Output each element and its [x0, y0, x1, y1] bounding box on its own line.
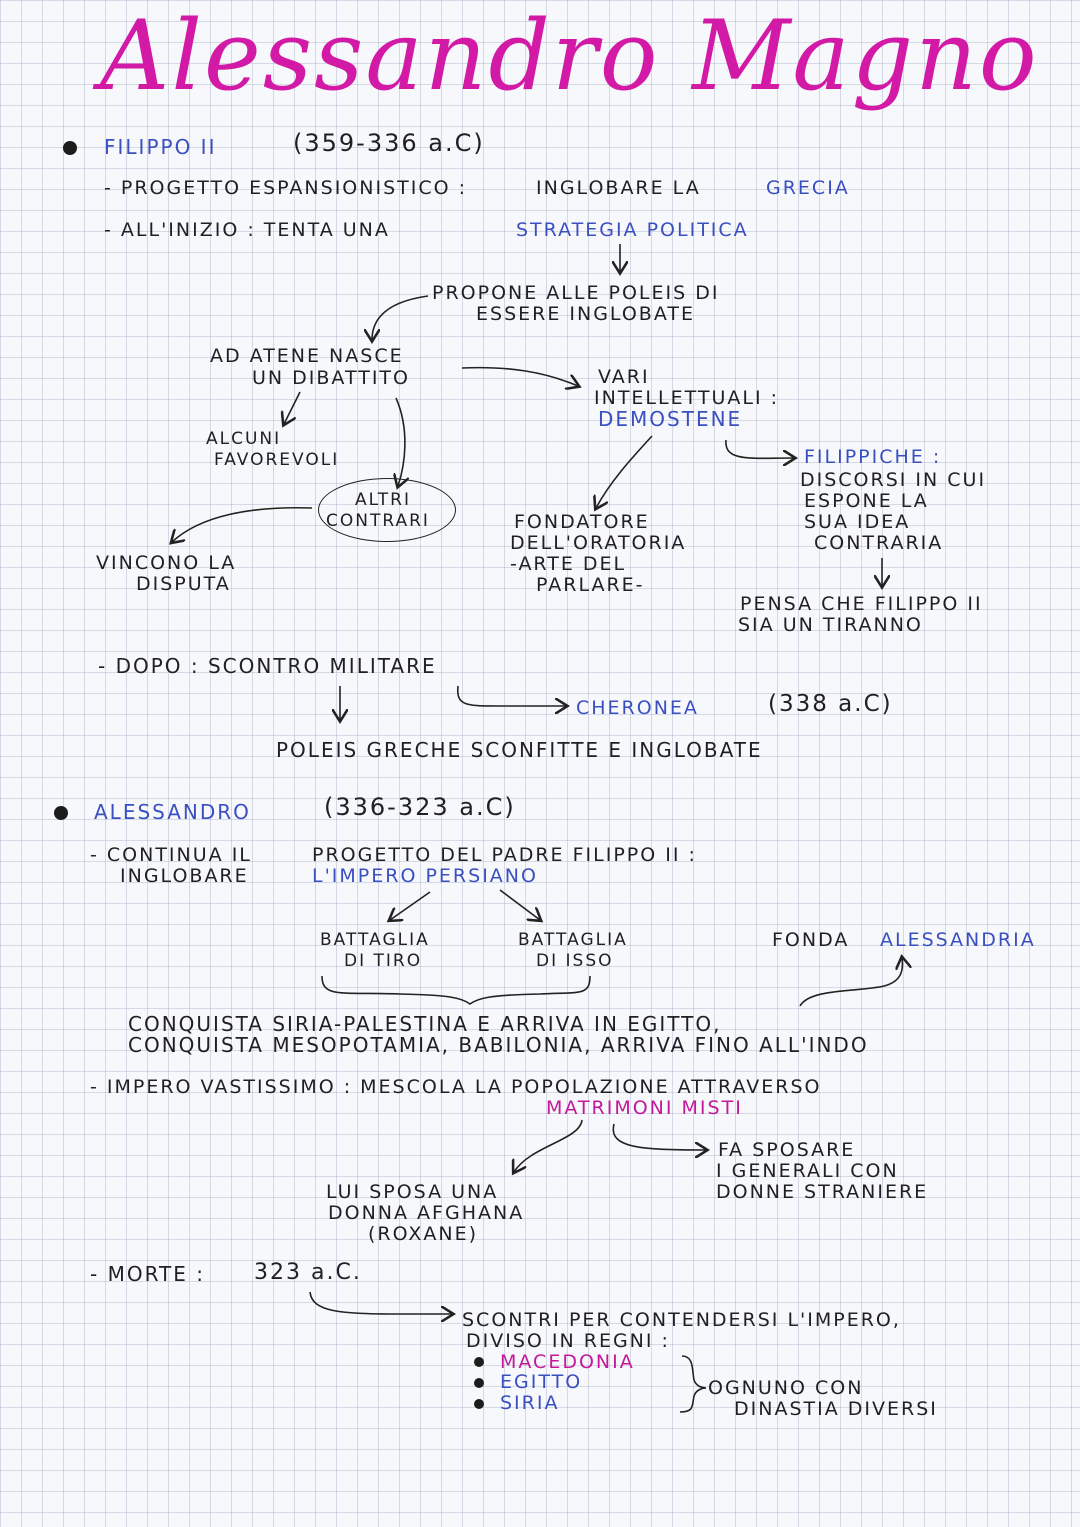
arrow-matrimoni-fa	[612, 1123, 706, 1150]
morte-label: - MORTE :	[90, 1262, 205, 1286]
fondatore-line3: -ARTE DEL	[510, 553, 627, 575]
vari-line1: VARI	[598, 366, 650, 388]
vincono-line2: DISPUTA	[136, 573, 231, 595]
arrow-matrimoni-lui	[514, 1119, 583, 1172]
ognuno-line1: OGNUNO CON	[708, 1377, 864, 1399]
heading-alessandro: ALESSANDRO	[94, 800, 251, 824]
arrow-egitto-alessandria	[799, 958, 902, 1007]
strategia-politica: STRATEGIA POLITICA	[516, 219, 749, 241]
atene-line1: AD ATENE NASCE	[210, 345, 404, 367]
filippiche-heading: FILIPPICHE :	[804, 446, 942, 468]
fonda-alessandria: ALESSANDRIA	[880, 929, 1036, 951]
atene-line2: UN DIBATTITO	[252, 367, 410, 389]
arrow-demostene-fondatore	[596, 435, 653, 508]
propone-line2: ESSERE INGLOBATE	[476, 303, 695, 325]
arrow-persiano-isso	[499, 889, 540, 920]
filippiche-line3: ESPONE LA	[804, 490, 929, 512]
arrow-atene-altri	[396, 397, 405, 486]
fonda-label: FONDA	[772, 929, 850, 951]
conquista-line1: CONQUISTA SIRIA-PALESTINA E ARRIVA IN EG…	[128, 1012, 722, 1036]
arrow-morte-scontri	[309, 1291, 452, 1314]
altri-line1: ALTRI	[355, 490, 411, 510]
arrow-demostene-filippiche	[725, 439, 794, 458]
pensa-line2: SIA UN TIRANNO	[738, 614, 923, 636]
alcuni-line1: ALCUNI	[206, 429, 282, 449]
fondatore-line4: PARLARE-	[536, 574, 645, 596]
regno-siria: SIRIA	[500, 1392, 560, 1414]
progetto-text: INGLOBARE LA	[536, 177, 701, 199]
bullet-regno-2	[474, 1378, 484, 1388]
arrow-propone-atene	[372, 295, 429, 340]
fa-line1: FA SPOSARE	[718, 1139, 856, 1161]
bullet-alessandro	[54, 806, 68, 820]
cheronea: CHERONEA	[576, 697, 699, 719]
battaglia-tiro-1: BATTAGLIA	[320, 930, 430, 950]
filippo-dates: (359-336 a.C)	[293, 129, 485, 157]
scontri-line1: SCONTRI PER CONTENDERSI L'IMPERO,	[462, 1309, 901, 1331]
conquista-line2: CONQUISTA MESOPOTAMIA, BABILONIA, ARRIVA…	[128, 1033, 869, 1057]
inglobare-label: INGLOBARE	[120, 865, 249, 887]
dopo-line: - DOPO : SCONTRO MILITARE	[98, 654, 437, 678]
progetto-label: - PROGETTO ESPANSIONISTICO :	[104, 177, 467, 199]
ognuno-line2: DINASTIA DIVERSI	[734, 1398, 938, 1420]
arrow-atene-alcuni	[284, 391, 301, 424]
altri-oval	[318, 478, 456, 542]
poleis-sconfitte: POLEIS GRECHE SCONFITTE E INGLOBATE	[276, 738, 763, 762]
demostene: DEMOSTENE	[598, 407, 743, 431]
page-title: Alessandro Magno	[100, 0, 1039, 112]
battaglia-tiro-2: DI TIRO	[344, 951, 423, 971]
brace-regni	[679, 1355, 707, 1413]
lui-line3: (ROXANE)	[368, 1223, 478, 1245]
arrow-altri-vincono	[172, 506, 313, 542]
alessandro-dates: (336-323 a.C)	[324, 793, 516, 821]
alcuni-line2: FAVOREVOLI	[214, 450, 340, 470]
filippiche-line5: CONTRARIA	[814, 532, 944, 554]
brace-battaglie	[321, 975, 591, 1005]
lui-line1: LUI SPOSA UNA	[326, 1181, 499, 1203]
arrow-scontro-cheronea	[456, 685, 566, 706]
continua-text: PROGETTO DEL PADRE FILIPPO II :	[312, 844, 697, 866]
continua-label: - CONTINUA IL	[90, 844, 252, 866]
arrow-persiano-tiro	[390, 891, 431, 920]
morte-date: 323 a.C.	[254, 1260, 362, 1285]
fondatore-line1: FONDATORE	[514, 511, 650, 533]
fa-line3: DONNE STRANIERE	[716, 1181, 929, 1203]
inizio-label: - ALL'INIZIO : TENTA UNA	[104, 219, 390, 241]
altri-line2: CONTRARI	[326, 511, 430, 531]
bullet-filippo	[63, 141, 77, 155]
scontri-line2: DIVISO IN REGNI :	[466, 1330, 670, 1352]
filippiche-line4: SUA IDEA	[804, 511, 911, 533]
arrow-atene-vari	[461, 366, 578, 386]
impero-persiano: L'IMPERO PERSIANO	[312, 865, 538, 887]
matrimoni-misti: MATRIMONI MISTI	[546, 1097, 743, 1119]
progetto-grecia: GRECIA	[766, 177, 850, 199]
heading-filippo: FILIPPO II	[104, 135, 217, 159]
regno-egitto: EGITTO	[500, 1371, 583, 1393]
propone-line1: PROPONE ALLE POLEIS DI	[432, 282, 720, 304]
vari-line2: INTELLETTUALI :	[594, 387, 780, 409]
cheronea-date: (338 a.C)	[768, 691, 893, 717]
lui-line2: DONNA AFGHANA	[328, 1202, 525, 1224]
battaglia-isso-1: BATTAGLIA	[518, 930, 628, 950]
regno-macedonia: MACEDONIA	[500, 1351, 635, 1373]
battaglia-isso-2: DI ISSO	[536, 951, 614, 971]
impero-line1: - IMPERO VASTISSIMO : MESCOLA LA POPOLAZ…	[90, 1076, 822, 1098]
fa-line2: I GENERALI CON	[716, 1160, 899, 1182]
bullet-regno-1	[474, 1357, 484, 1367]
filippiche-line2: DISCORSI IN CUI	[800, 469, 987, 491]
bullet-regno-3	[474, 1399, 484, 1409]
fondatore-line2: DELL'ORATORIA	[510, 532, 687, 554]
pensa-line1: PENSA CHE FILIPPO II	[740, 593, 983, 615]
vincono-line1: VINCONO LA	[96, 552, 237, 574]
